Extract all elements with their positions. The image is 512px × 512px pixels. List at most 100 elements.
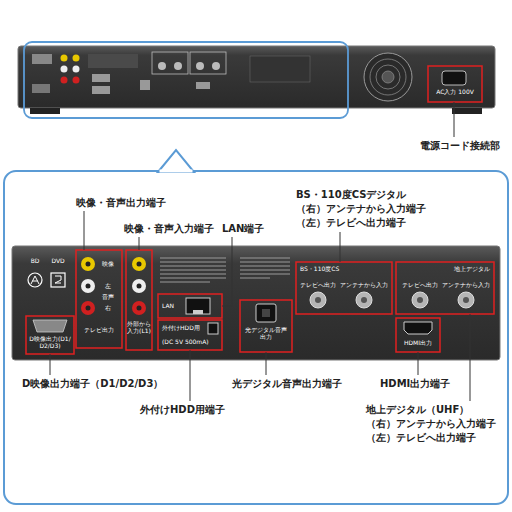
- mini-fineprint: [88, 54, 138, 68]
- panel-marking: HDMI出力: [404, 339, 432, 346]
- leader-line: [418, 352, 419, 375]
- highlight-box: [428, 66, 482, 102]
- optical-port: [256, 304, 276, 322]
- rca-jack: [81, 301, 95, 315]
- rca-jack: [86, 284, 91, 289]
- rca-jack: [137, 306, 142, 311]
- callout-label: LAN端子: [222, 223, 264, 236]
- callout-label: D映像出力端子（D1/D2/D3）: [22, 378, 163, 391]
- callout-label: BS・110度CSデジタル: [296, 189, 406, 202]
- f-connector: [458, 292, 474, 308]
- callout-label: 地上デジタル（UHF）: [366, 404, 469, 417]
- mini-hdmi: [196, 82, 210, 89]
- leader-line: [454, 102, 455, 137]
- highlight-box: [296, 262, 392, 314]
- mini-f-connector: [158, 62, 166, 70]
- panel-marking: アンテナから入力: [442, 281, 490, 288]
- callout-label: （左）テレビへ出力端子: [366, 432, 476, 445]
- mini-jack: [61, 55, 68, 62]
- fan-grille: [370, 59, 406, 95]
- rca-jack: [132, 301, 146, 315]
- hdmi-port: [404, 322, 432, 334]
- panel-body: [18, 46, 495, 108]
- panel-marking: LAN: [162, 302, 174, 309]
- lan-port: [186, 298, 210, 314]
- panel-marking: DVD: [51, 257, 64, 264]
- region-icon: [28, 273, 42, 287]
- callout-label: 映像・音声入力端子: [124, 223, 214, 236]
- highlight-box: [396, 318, 440, 352]
- panel-marking: 左: [105, 282, 111, 289]
- rca-jack: [132, 279, 146, 293]
- rca-jack: [86, 306, 91, 311]
- f-connector: [315, 297, 321, 303]
- rca-jack: [86, 262, 91, 267]
- f-connector: [356, 292, 372, 308]
- power-inlet: [442, 71, 466, 85]
- leader-line: [139, 237, 140, 250]
- zoom-pointer: [158, 150, 194, 172]
- mini-jack: [61, 66, 68, 73]
- panel-marking: (DC 5V 500mA): [162, 338, 209, 345]
- fan-grille: [376, 65, 400, 89]
- mini-jack: [73, 55, 80, 62]
- highlight-box: [158, 294, 222, 318]
- f-connector: [417, 297, 423, 303]
- fan-grille: [364, 53, 412, 101]
- region-icon: [31, 276, 39, 284]
- zoom-box: [4, 171, 508, 504]
- leader-lines: [50, 211, 470, 401]
- pointer-joint: [160, 170, 193, 173]
- panel-marking: 光デジタル音声出力: [243, 326, 289, 340]
- mini-uhf-group: [190, 52, 226, 74]
- mini-jack: [73, 66, 80, 73]
- mini-f-connector: [212, 62, 220, 70]
- callout-label: （右）アンテナから入力端子: [366, 418, 496, 431]
- mini-f-connector: [196, 62, 204, 70]
- mini-jack: [61, 77, 68, 84]
- mini-f-connector: [174, 62, 182, 70]
- rca-jack: [81, 257, 95, 271]
- panel-foot: [452, 108, 482, 114]
- highlight-box: [240, 300, 292, 352]
- usb-port: [208, 323, 218, 334]
- panel-marking: 右: [105, 304, 111, 311]
- panel-marking: AC入力 100V: [436, 88, 474, 95]
- panel-marking: 外付けHDD用: [162, 324, 200, 331]
- f-connector: [412, 292, 428, 308]
- mini-port: [32, 54, 52, 64]
- highlight-box: [76, 250, 122, 348]
- panel-marking: 外部から入力(L1): [127, 320, 152, 334]
- f-connector: [310, 292, 326, 308]
- leader-line: [266, 352, 267, 375]
- mini-jack: [73, 77, 80, 84]
- highlight-box: [26, 316, 74, 354]
- zoom-panel: [12, 246, 500, 360]
- callout-label: （左）テレビへ出力端子: [296, 217, 406, 230]
- overview-panel: [18, 42, 495, 137]
- callout-label: 外付けHDD用端子: [140, 404, 225, 417]
- f-connector: [361, 297, 367, 303]
- mini-port: [32, 84, 50, 93]
- mini-bs-group: [152, 52, 188, 74]
- panel-marking: 映像: [102, 260, 114, 267]
- panel-marking: テレビ出力: [77, 326, 121, 333]
- panel-marking: BS・110度CS: [300, 265, 339, 272]
- d-terminal: [33, 320, 67, 332]
- panel-marking: 地上デジタル: [454, 265, 490, 272]
- highlight-box: [158, 320, 222, 350]
- optical-port: [262, 309, 270, 317]
- zoom-highlight: [24, 42, 348, 118]
- rca-jack: [132, 257, 146, 271]
- leader-line: [470, 314, 471, 401]
- fine-print: [160, 258, 290, 282]
- fan-hub: [382, 71, 394, 83]
- callout-label: HDMI出力端子: [380, 378, 450, 391]
- panel-marking: BD: [31, 257, 40, 264]
- leader-line: [84, 211, 85, 250]
- region-icon: [51, 273, 65, 287]
- mini-port: [92, 86, 110, 94]
- region-icon: [55, 276, 61, 283]
